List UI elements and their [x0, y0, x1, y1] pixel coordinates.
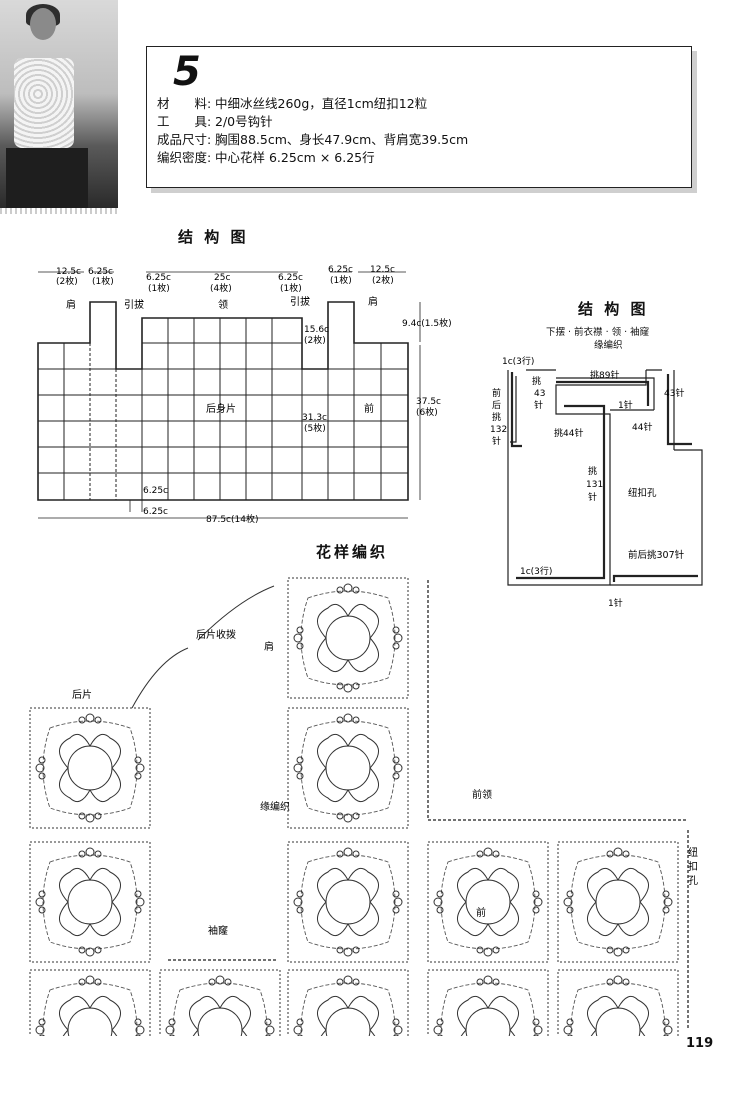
- size-line: 成品尺寸:胸围88.5cm、身长47.9cm、背肩宽39.5cm: [157, 131, 468, 149]
- dim-1pc-left: (1枚): [92, 275, 114, 287]
- dotted-divider: [0, 208, 118, 214]
- edge-structure-diagram: 1c(3行) 挑89针 挑 43 针 43针 前 后 挑 132 针 1针 挑4…: [490, 355, 703, 609]
- edge-1c-3rows-bottom: 1c(3行): [520, 565, 552, 577]
- dim-6-25-left: 6.25c: [88, 267, 113, 277]
- chart-buttonhole-a: 纽: [688, 846, 698, 859]
- back-piece-label: 后身片: [206, 402, 236, 415]
- back-collect-label: 后片收拨: [196, 628, 236, 641]
- dim-2pc-height: (2枚): [304, 334, 326, 346]
- edge-pick131-c: 针: [588, 491, 597, 503]
- materials-line: 材 料:中细冰丝线260g，直径1cm纽扣12粒: [157, 95, 468, 113]
- edge-outline: [507, 369, 703, 586]
- front-label: 前: [364, 402, 374, 415]
- dim-15-6: 15.6c: [304, 325, 329, 335]
- dim-37-5: 37.5c: [416, 397, 441, 407]
- yinba-right-label: 引拔: [290, 295, 310, 308]
- dim-6-25-right: 6.25c: [328, 265, 353, 275]
- edge-bands: [510, 372, 698, 582]
- chart-armhole-label: 袖窿: [208, 924, 228, 937]
- yinba-left-label: 引拔: [124, 298, 144, 311]
- chart-buttonhole-c: 孔: [688, 875, 698, 887]
- tools-label: 工 具:: [157, 114, 212, 129]
- dim-6pc: (6枚): [416, 406, 438, 418]
- info-box: 5 材 料:中细冰丝线260g，直径1cm纽扣12粒 工 具:2/0号钩针 成品…: [146, 46, 692, 188]
- edge-pick131-a: 挑: [588, 465, 597, 477]
- chart-buttonhole-b: 扣: [688, 860, 698, 873]
- edge-fb132-e: 针: [492, 435, 501, 447]
- dimension-lines: [38, 271, 421, 519]
- size-label: 成品尺寸:: [157, 132, 212, 147]
- edge-1c-3rows-top: 1c(3行): [502, 355, 534, 367]
- dim-6-25-bottom: 6.25c: [143, 486, 168, 496]
- dim-12-5-left: 12.5c: [56, 267, 81, 277]
- pattern-chart-title: 花样编织: [316, 543, 389, 561]
- dim-25: 25c: [214, 273, 230, 283]
- tools-value: 2/0号钩针: [215, 114, 273, 129]
- dim-1pc-mid-left: (1枚): [148, 282, 170, 294]
- edge-pick131-b: 131: [586, 480, 603, 490]
- dim-6-25-mid-right: 6.25c: [278, 273, 303, 283]
- edge-fb132-b: 后: [492, 400, 501, 411]
- neck-label: 领: [218, 298, 228, 311]
- edge-pick-43-num: 43: [534, 389, 545, 399]
- chart-edge-knit-label: 缘编织: [260, 800, 290, 813]
- edge-pick-89: 挑89针: [590, 369, 619, 381]
- chart-back-piece-label: 后片: [72, 688, 92, 701]
- dim-width-total: 87.5c(14枚): [206, 513, 258, 525]
- edge-one-st-bottom: 1针: [608, 597, 623, 609]
- edge-one-st: 1针: [618, 399, 633, 411]
- edge-pick-44: 挑44针: [554, 427, 583, 439]
- dim-4pc: (4枚): [210, 282, 232, 294]
- page-number: 119: [686, 1036, 714, 1051]
- dim-31-3: 31.3c: [302, 413, 327, 423]
- materials-value: 中细冰丝线260g，直径1cm纽扣12粒: [215, 96, 428, 111]
- shoulder-left-label: 肩: [66, 298, 76, 311]
- edge-structure-title: 结 构 图: [578, 300, 649, 318]
- back-collect-pointer: [197, 585, 275, 641]
- edge-fb132-d: 132: [490, 425, 507, 435]
- info-lines: 材 料:中细冰丝线260g，直径1cm纽扣12粒 工 具:2/0号钩针 成品尺寸…: [157, 95, 468, 167]
- dim-6-25-bottom-2: 6.25c: [143, 507, 168, 517]
- pattern-number: 5: [173, 49, 201, 95]
- edge-borders: [168, 580, 689, 1030]
- pattern-chart: 后片收拨 后片 肩 缘编织 前领 前 袖窿 纽 扣 孔: [29, 577, 698, 1036]
- edge-44: 44针: [632, 421, 652, 433]
- edge-subtitle-1: 下摆 · 前衣襟 · 领 · 袖窿: [546, 327, 650, 338]
- back-piece-pointer: [131, 647, 189, 709]
- photo-head: [30, 8, 56, 40]
- dim-2pc-left: (2枚): [56, 275, 78, 287]
- edge-pick-43-st: 针: [534, 399, 543, 411]
- dim-2pc-right: (2枚): [372, 274, 394, 286]
- edge-fb132-a: 前: [492, 387, 501, 399]
- structure-diagram: 12.5c (2枚) 6.25c (1枚) 6.25c (1枚) 25c (4枚…: [37, 265, 452, 525]
- gauge-value: 中心花样 6.25cm × 6.25行: [215, 150, 375, 165]
- chart-front-neck-label: 前领: [472, 788, 492, 801]
- chart-front-label: 前: [476, 906, 486, 919]
- size-value: 胸围88.5cm、身长47.9cm、背肩宽39.5cm: [215, 132, 469, 147]
- dim-6-25-mid-left: 6.25c: [146, 273, 171, 283]
- edge-43: 43针: [664, 387, 684, 399]
- gauge-line: 编织密度:中心花样 6.25cm × 6.25行: [157, 149, 468, 167]
- dim-12-5-right: 12.5c: [370, 265, 395, 275]
- edge-buttonhole: 纽扣孔: [628, 487, 657, 499]
- materials-label: 材 料:: [157, 96, 212, 111]
- chart-shoulder-label: 肩: [264, 640, 274, 653]
- edge-front-back-307: 前后挑307针: [628, 549, 685, 561]
- edge-subtitle-2: 缘编织: [594, 340, 623, 351]
- dim-5pc: (5枚): [304, 422, 326, 434]
- model-photo: [0, 0, 118, 208]
- photo-lace-top: [14, 58, 74, 148]
- edge-fb132-c: 挑: [492, 411, 501, 423]
- photo-skirt: [6, 148, 88, 208]
- edge-pick-43: 挑: [532, 375, 541, 387]
- gauge-label: 编织密度:: [157, 150, 212, 165]
- structure-title: 结 构 图: [178, 228, 249, 246]
- tools-line: 工 具:2/0号钩针: [157, 113, 468, 131]
- dim-1pc-mid-right: (1枚): [280, 282, 302, 294]
- dim-1pc-right: (1枚): [330, 274, 352, 286]
- motif-grid: [29, 577, 679, 1036]
- grid-lines: [37, 301, 409, 501]
- dim-9-4: 9.4c(1.5枚): [402, 317, 452, 329]
- shoulder-right-label: 肩: [368, 295, 378, 308]
